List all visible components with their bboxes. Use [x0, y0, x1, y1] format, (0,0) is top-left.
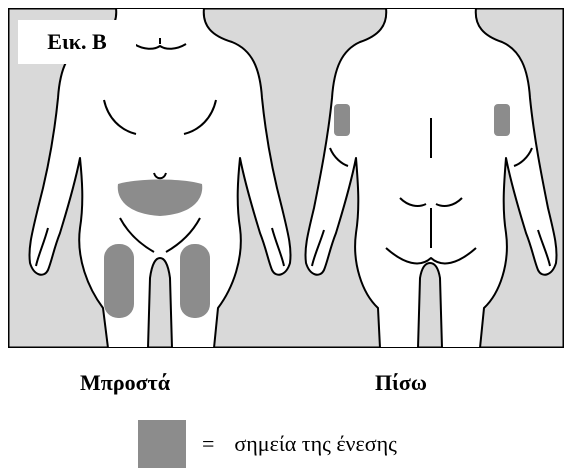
figure-panel: Εικ. B	[8, 8, 564, 348]
injection-site-swatch	[138, 420, 186, 468]
legend: = σημεία της ένεσης	[138, 420, 397, 468]
legend-equals: =	[202, 431, 214, 457]
left-upper-arm-site	[334, 104, 350, 136]
legend-label: σημεία της ένεσης	[234, 431, 396, 457]
front-view-caption: Μπροστά	[80, 370, 170, 396]
right-thigh-site	[180, 244, 210, 318]
left-thigh-site	[104, 244, 134, 318]
back-view-caption: Πίσω	[375, 370, 427, 396]
right-upper-arm-site	[494, 104, 510, 136]
figure-tag: Εικ. B	[18, 20, 136, 64]
